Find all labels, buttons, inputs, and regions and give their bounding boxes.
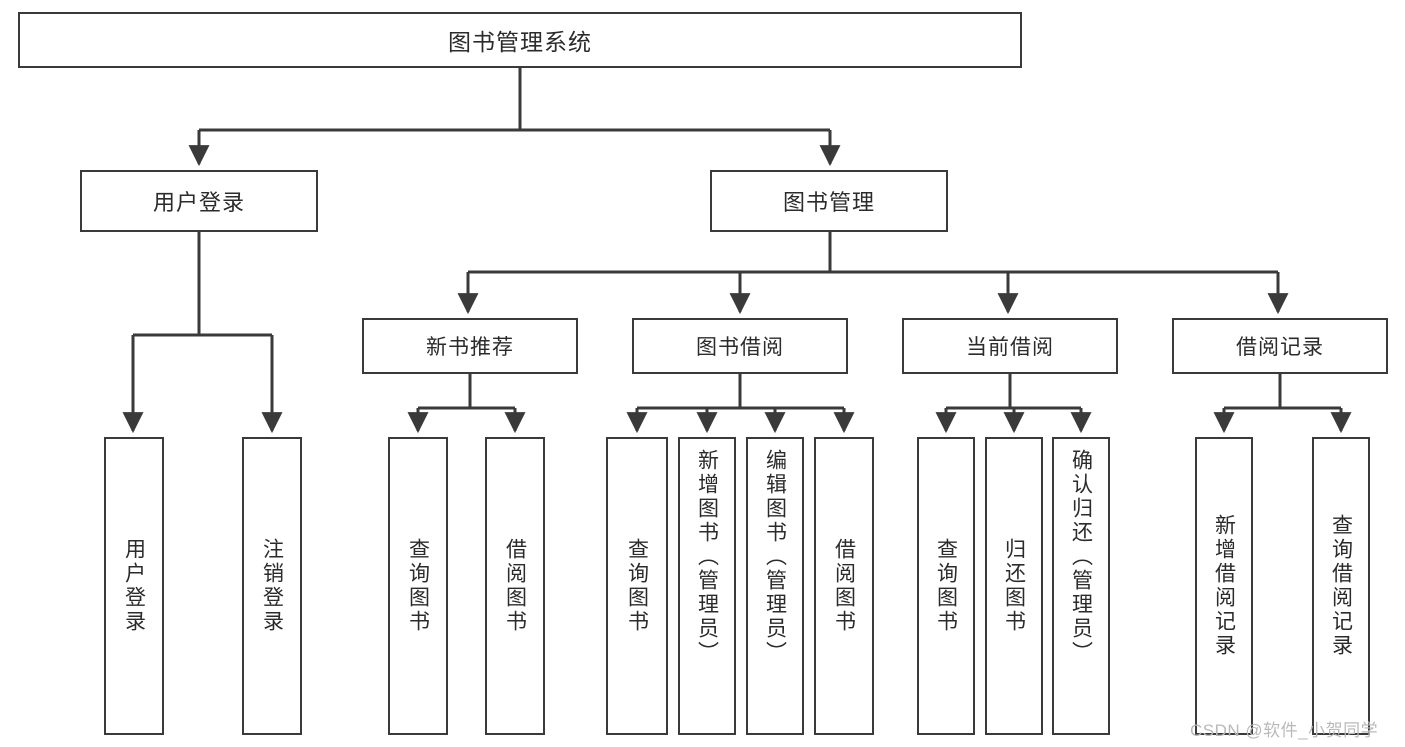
node-current-borrow-label: 当前借阅 [966, 336, 1054, 359]
leaf-query-borrow-record-label: 查询借阅记录 [1329, 514, 1353, 658]
leaf-confirm-return-admin-label: 确认归还（管理员） [1069, 449, 1093, 665]
leaf-logout[interactable]: 注销登录 [242, 437, 302, 735]
node-book-borrow-label: 图书借阅 [696, 336, 784, 359]
node-new-book-recommend-label: 新书推荐 [426, 336, 514, 359]
node-book-borrow[interactable]: 图书借阅 [632, 318, 848, 374]
node-borrow-record-label: 借阅记录 [1236, 336, 1324, 359]
node-root-label: 图书管理系统 [448, 29, 592, 55]
leaf-query-book-recommend-label: 查询图书 [406, 538, 430, 634]
leaf-edit-book-admin-label: 编辑图书（管理员） [763, 449, 787, 665]
node-book-management[interactable]: 图书管理 [710, 170, 948, 232]
node-current-borrow[interactable]: 当前借阅 [902, 318, 1118, 374]
leaf-query-book-borrow[interactable]: 查询图书 [606, 437, 668, 735]
leaf-query-book-current[interactable]: 查询图书 [917, 437, 975, 735]
leaf-add-borrow-record[interactable]: 新增借阅记录 [1195, 437, 1253, 735]
leaf-query-book-recommend[interactable]: 查询图书 [388, 437, 448, 735]
node-user-login[interactable]: 用户登录 [80, 170, 318, 232]
leaf-user-login[interactable]: 用户登录 [104, 437, 164, 735]
node-book-management-label: 图书管理 [782, 190, 875, 215]
leaf-return-book-label: 归还图书 [1002, 538, 1026, 634]
leaf-return-book[interactable]: 归还图书 [985, 437, 1043, 735]
leaf-query-book-current-label: 查询图书 [934, 538, 958, 634]
leaf-borrow-book-recommend-label: 借阅图书 [503, 538, 527, 634]
leaf-borrow-book-label: 借阅图书 [832, 538, 856, 634]
leaf-logout-label: 注销登录 [260, 538, 284, 634]
node-root[interactable]: 图书管理系统 [18, 12, 1022, 68]
node-user-login-label: 用户登录 [152, 190, 245, 215]
leaf-query-book-borrow-label: 查询图书 [625, 538, 649, 634]
watermark-text: CSDN @软件_小贺同学 [1190, 721, 1379, 740]
node-borrow-record[interactable]: 借阅记录 [1172, 318, 1388, 374]
node-new-book-recommend[interactable]: 新书推荐 [362, 318, 578, 374]
leaf-query-borrow-record[interactable]: 查询借阅记录 [1312, 437, 1370, 735]
leaf-add-book-admin[interactable]: 新增图书（管理员） [678, 437, 736, 735]
leaf-borrow-book-recommend[interactable]: 借阅图书 [485, 437, 545, 735]
leaf-user-login-label: 用户登录 [122, 538, 146, 634]
leaf-add-borrow-record-label: 新增借阅记录 [1212, 514, 1236, 658]
leaf-add-book-admin-label: 新增图书（管理员） [695, 449, 719, 665]
leaf-edit-book-admin[interactable]: 编辑图书（管理员） [746, 437, 804, 735]
leaf-borrow-book[interactable]: 借阅图书 [814, 437, 874, 735]
leaf-confirm-return-admin[interactable]: 确认归还（管理员） [1052, 437, 1110, 735]
